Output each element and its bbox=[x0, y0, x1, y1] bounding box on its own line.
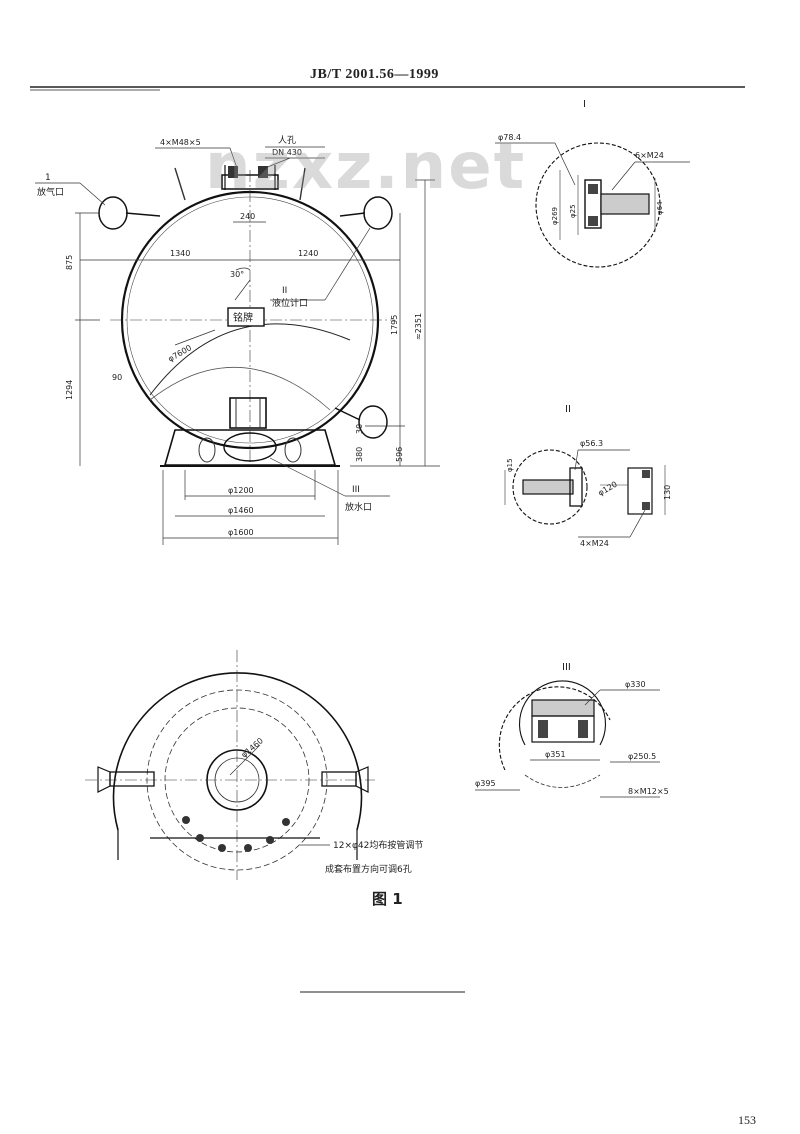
detail-i-d25: φ25 bbox=[569, 204, 577, 218]
label-drain-no: III bbox=[352, 485, 360, 495]
detail-ii-d120: φ120 bbox=[597, 480, 619, 498]
label-nameplate: 铭牌 bbox=[233, 311, 253, 324]
label-d1460: φ1460 bbox=[228, 506, 254, 515]
figure-caption: 图 1 bbox=[372, 890, 403, 908]
label-bolt-top: 4×M48×5 bbox=[160, 138, 201, 147]
plan-holes-2: 成套布置方向可调6孔 bbox=[325, 863, 412, 875]
label-d1240: 1240 bbox=[298, 249, 318, 258]
label-d1294: 1294 bbox=[65, 380, 74, 400]
label-vent: 放气口 bbox=[37, 186, 64, 198]
plan-view: φ1460 12×φ42均布按管调节 成套布置方向可调6孔 bbox=[85, 650, 423, 880]
label-d1795: 1795 bbox=[390, 315, 399, 335]
label-d875: 875 bbox=[65, 255, 74, 270]
plan-d1460: φ1460 bbox=[240, 736, 265, 759]
detail-i-view: I φ78.4 6×M24 φ269 φ25 φ64 bbox=[495, 99, 690, 268]
label-d1600: φ1600 bbox=[228, 528, 254, 537]
detail-iii-d2505: φ250.5 bbox=[628, 752, 656, 761]
detail-ii-d130: 130 bbox=[663, 485, 672, 500]
label-manhole: 人孔 bbox=[278, 135, 296, 146]
detail-iii-bolt: 8×M12×5 bbox=[628, 787, 669, 796]
label-d7600: φ7600 bbox=[167, 343, 194, 364]
detail-i-d784: φ78.4 bbox=[498, 133, 521, 142]
label-d2351: ≈2351 bbox=[414, 313, 423, 340]
header-title: JB/T 2001.56—1999 bbox=[310, 67, 439, 82]
label-vent-no: 1 bbox=[45, 173, 51, 183]
detail-iii-d395: φ395 bbox=[475, 779, 496, 788]
label-d1340: 1340 bbox=[170, 249, 190, 258]
detail-iii-view: III φ330 φ351 φ250.5 φ395 8×M12×5 bbox=[475, 662, 669, 798]
label-angle: 30° bbox=[230, 270, 244, 279]
label-level-no: II bbox=[282, 286, 287, 296]
detail-ii-view: II φ15 φ56.3 φ120 130 4×M24 bbox=[504, 404, 672, 548]
plan-holes-1: 12×φ42均布按管调节 bbox=[333, 839, 423, 851]
main-elevation-view: 4×M48×5 人孔 DN 430 1 放气口 240 1340 1240 87… bbox=[35, 135, 440, 545]
watermark: nzxz.net bbox=[205, 130, 527, 204]
detail-ii-d15: φ15 bbox=[506, 458, 514, 472]
label-d596: 596 bbox=[395, 447, 404, 462]
detail-i-d269: φ269 bbox=[551, 207, 559, 225]
detail-iii-title: III bbox=[562, 662, 571, 673]
label-level: 液位计口 bbox=[272, 297, 308, 309]
label-d90: 90 bbox=[112, 373, 122, 382]
label-d380: 380 bbox=[355, 447, 364, 462]
detail-ii-bolt: 4×M24 bbox=[580, 539, 609, 548]
page-number: 153 bbox=[738, 1113, 756, 1127]
detail-iii-d330: φ330 bbox=[625, 680, 646, 689]
detail-iii-d351: φ351 bbox=[545, 750, 566, 759]
label-drain: 放水口 bbox=[345, 501, 372, 513]
label-d1200: φ1200 bbox=[228, 486, 254, 495]
detail-i-d64: φ64 bbox=[656, 201, 664, 215]
detail-i-title: I bbox=[583, 99, 586, 110]
detail-ii-d563: φ56.3 bbox=[580, 439, 603, 448]
label-d240: 240 bbox=[240, 212, 255, 221]
label-d30: 30 bbox=[355, 424, 364, 434]
label-dn: DN 430 bbox=[272, 148, 302, 157]
detail-i-bolt: 6×M24 bbox=[635, 151, 664, 160]
detail-ii-title: II bbox=[565, 404, 571, 415]
